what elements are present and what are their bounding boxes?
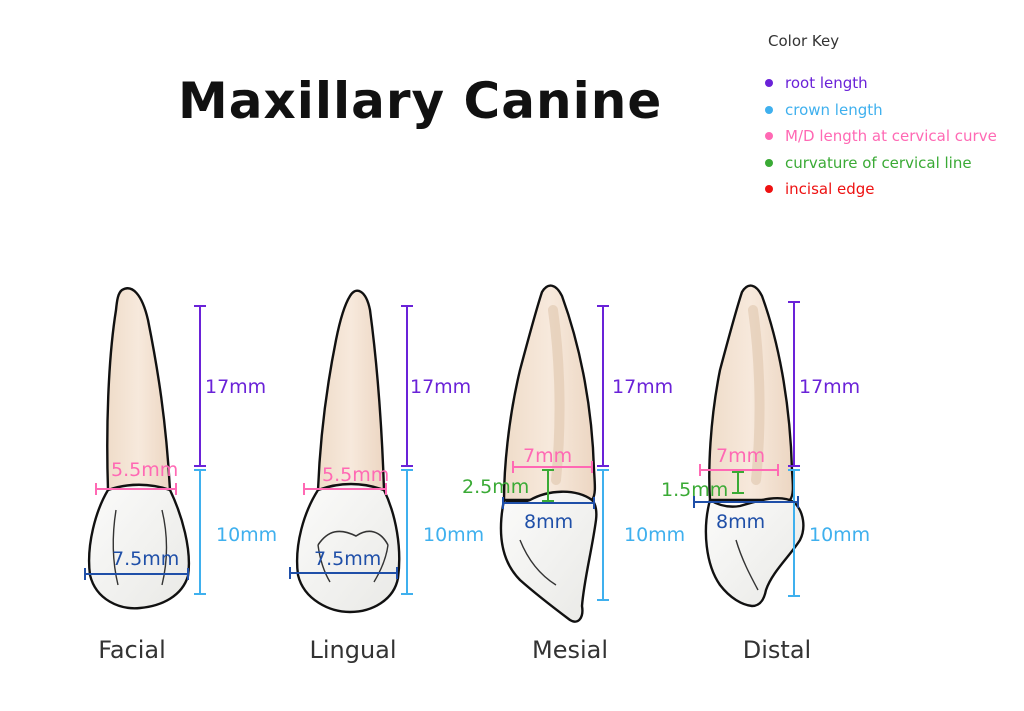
mesial-view: 17mm 10mm 7mm 2.5mm 8mm <box>462 284 685 623</box>
mesial-crown-length: 10mm <box>624 524 685 546</box>
facial-crown-length: 10mm <box>216 524 277 546</box>
root-dot-icon <box>765 79 773 88</box>
facial-view: 17mm 10mm 5.5mm 7.5mm <box>84 287 277 610</box>
distal-crown-length: 10mm <box>809 524 870 546</box>
facial-crown-md: 7.5mm <box>112 548 179 570</box>
lingual-ridge-line <box>317 544 331 583</box>
lingual-crown-md: 7.5mm <box>314 548 381 570</box>
distal-curvature: 1.5mm <box>661 479 728 501</box>
color-key-list: root length crown length M/D length at c… <box>765 70 997 203</box>
color-key-item-curvature: curvature of cervical line <box>765 150 997 177</box>
mesial-crown-shape <box>499 490 598 623</box>
distal-root-shading <box>748 305 765 485</box>
facial-ridge-line <box>112 509 119 586</box>
color-key-label: curvature of cervical line <box>785 153 972 172</box>
incisal-dot-icon <box>765 185 773 194</box>
distal-ridge-line <box>735 539 759 591</box>
color-key-label: incisal edge <box>785 180 875 199</box>
distal-cervical-md: 7mm <box>716 445 765 467</box>
facial-cervical-md: 5.5mm <box>111 459 178 481</box>
color-key-label: crown length <box>785 100 883 119</box>
mesial-root-shape <box>502 284 597 502</box>
lingual-crown-length: 10mm <box>423 524 484 546</box>
mesial-root-length: 17mm <box>612 376 673 398</box>
distal-root-length: 17mm <box>799 376 860 398</box>
view-label-distal: Distal <box>742 636 812 664</box>
mesial-crown-md: 8mm <box>524 511 573 533</box>
color-key-title: Color Key <box>768 32 840 50</box>
mesial-cervical-md: 7mm <box>523 445 572 467</box>
lingual-view: 17mm 10mm 5.5mm 7.5mm <box>289 289 484 614</box>
color-key-label: M/D length at cervical curve <box>785 127 997 146</box>
facial-crown-shape <box>87 483 191 610</box>
lingual-ridge-line <box>373 544 389 583</box>
mesial-ridge-line <box>519 539 557 586</box>
lingual-root-shape <box>316 289 386 492</box>
color-key-item-root: root length <box>765 70 997 97</box>
curvature-dot-icon <box>765 158 773 167</box>
mesial-root-shading <box>548 305 565 485</box>
page-title: Maxillary Canine <box>178 72 663 130</box>
facial-root-length: 17mm <box>205 376 266 398</box>
view-label-facial: Facial <box>98 636 166 664</box>
lingual-cingulum-line <box>317 530 389 546</box>
md-cervical-dot-icon <box>765 132 773 141</box>
color-key-item-md-cervical: M/D length at cervical curve <box>765 123 997 150</box>
lingual-cervical-md: 5.5mm <box>322 464 389 486</box>
lingual-root-length: 17mm <box>410 376 471 398</box>
distal-crown-shape <box>704 496 805 608</box>
color-key-label: root length <box>785 74 868 93</box>
mesial-curvature: 2.5mm <box>462 476 529 498</box>
color-key-item-incisal: incisal edge <box>765 176 997 203</box>
view-label-lingual: Lingual <box>309 636 397 664</box>
facial-ridge-line <box>161 509 168 586</box>
color-key-item-crown: crown length <box>765 97 997 124</box>
distal-view: 17mm 10mm 7mm 1.5mm 8mm <box>661 284 870 608</box>
view-label-mesial: Mesial <box>531 636 609 664</box>
distal-crown-md: 8mm <box>716 511 765 533</box>
crown-dot-icon <box>765 105 773 114</box>
distal-root-shape <box>708 284 795 502</box>
